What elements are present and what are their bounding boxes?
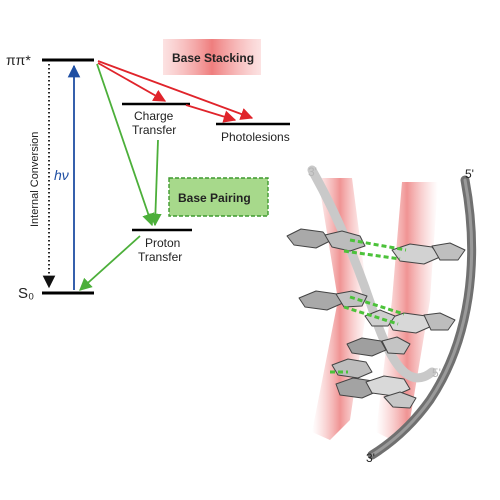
base-4-right	[365, 375, 411, 397]
hbond-1a	[349, 238, 407, 252]
base-pairing-box	[168, 177, 269, 217]
strand-end-right-top: 5'	[465, 167, 474, 181]
hbond-1b	[343, 249, 401, 261]
base-4-right-ring	[383, 391, 417, 409]
arrow-to-proton-transfer	[96, 63, 155, 227]
dna-illustration: 3' 5' 5' 3'	[286, 165, 477, 465]
label-photolesions: Photolesions	[221, 130, 290, 144]
base-stacking-box	[163, 39, 261, 75]
label-charge-transfer-1: Charge	[134, 109, 174, 123]
base-1-left-ring	[324, 230, 366, 252]
arrow-to-charge-transfer	[97, 62, 167, 102]
strand-end-left-bottom: 5'	[432, 366, 441, 380]
label-excited-state: ππ*	[6, 52, 31, 68]
base-2-right-ring	[423, 312, 456, 331]
arrow-ct-to-proton-transfer	[149, 139, 162, 227]
hbond-2a	[349, 295, 405, 316]
strand-end-left-top: 3'	[308, 165, 317, 179]
base-3-upper-ring	[381, 336, 411, 355]
base-1-right-ring	[431, 242, 466, 261]
base-1-left	[286, 228, 331, 249]
label-proton-transfer-1: Proton	[145, 236, 180, 250]
arrow-to-photolesions-upper	[97, 60, 254, 120]
arrow-pt-to-ground	[79, 235, 141, 291]
label-proton-transfer-2: Transfer	[138, 250, 182, 264]
label-charge-transfer-2: Transfer	[132, 123, 176, 137]
label-base-pairing: Base Pairing	[178, 191, 251, 205]
strand-end-right-bottom: 3'	[366, 451, 375, 465]
hbond-2b	[343, 305, 399, 326]
arrow-ct-to-photolesions	[185, 104, 237, 123]
label-base-stacking: Base Stacking	[172, 51, 254, 65]
backbone-strand-front-highlight	[370, 178, 474, 457]
label-excitation: hν	[54, 167, 69, 183]
label-ground-state: S₀	[18, 285, 34, 302]
label-internal-conversion: Internal Conversion	[29, 132, 41, 227]
